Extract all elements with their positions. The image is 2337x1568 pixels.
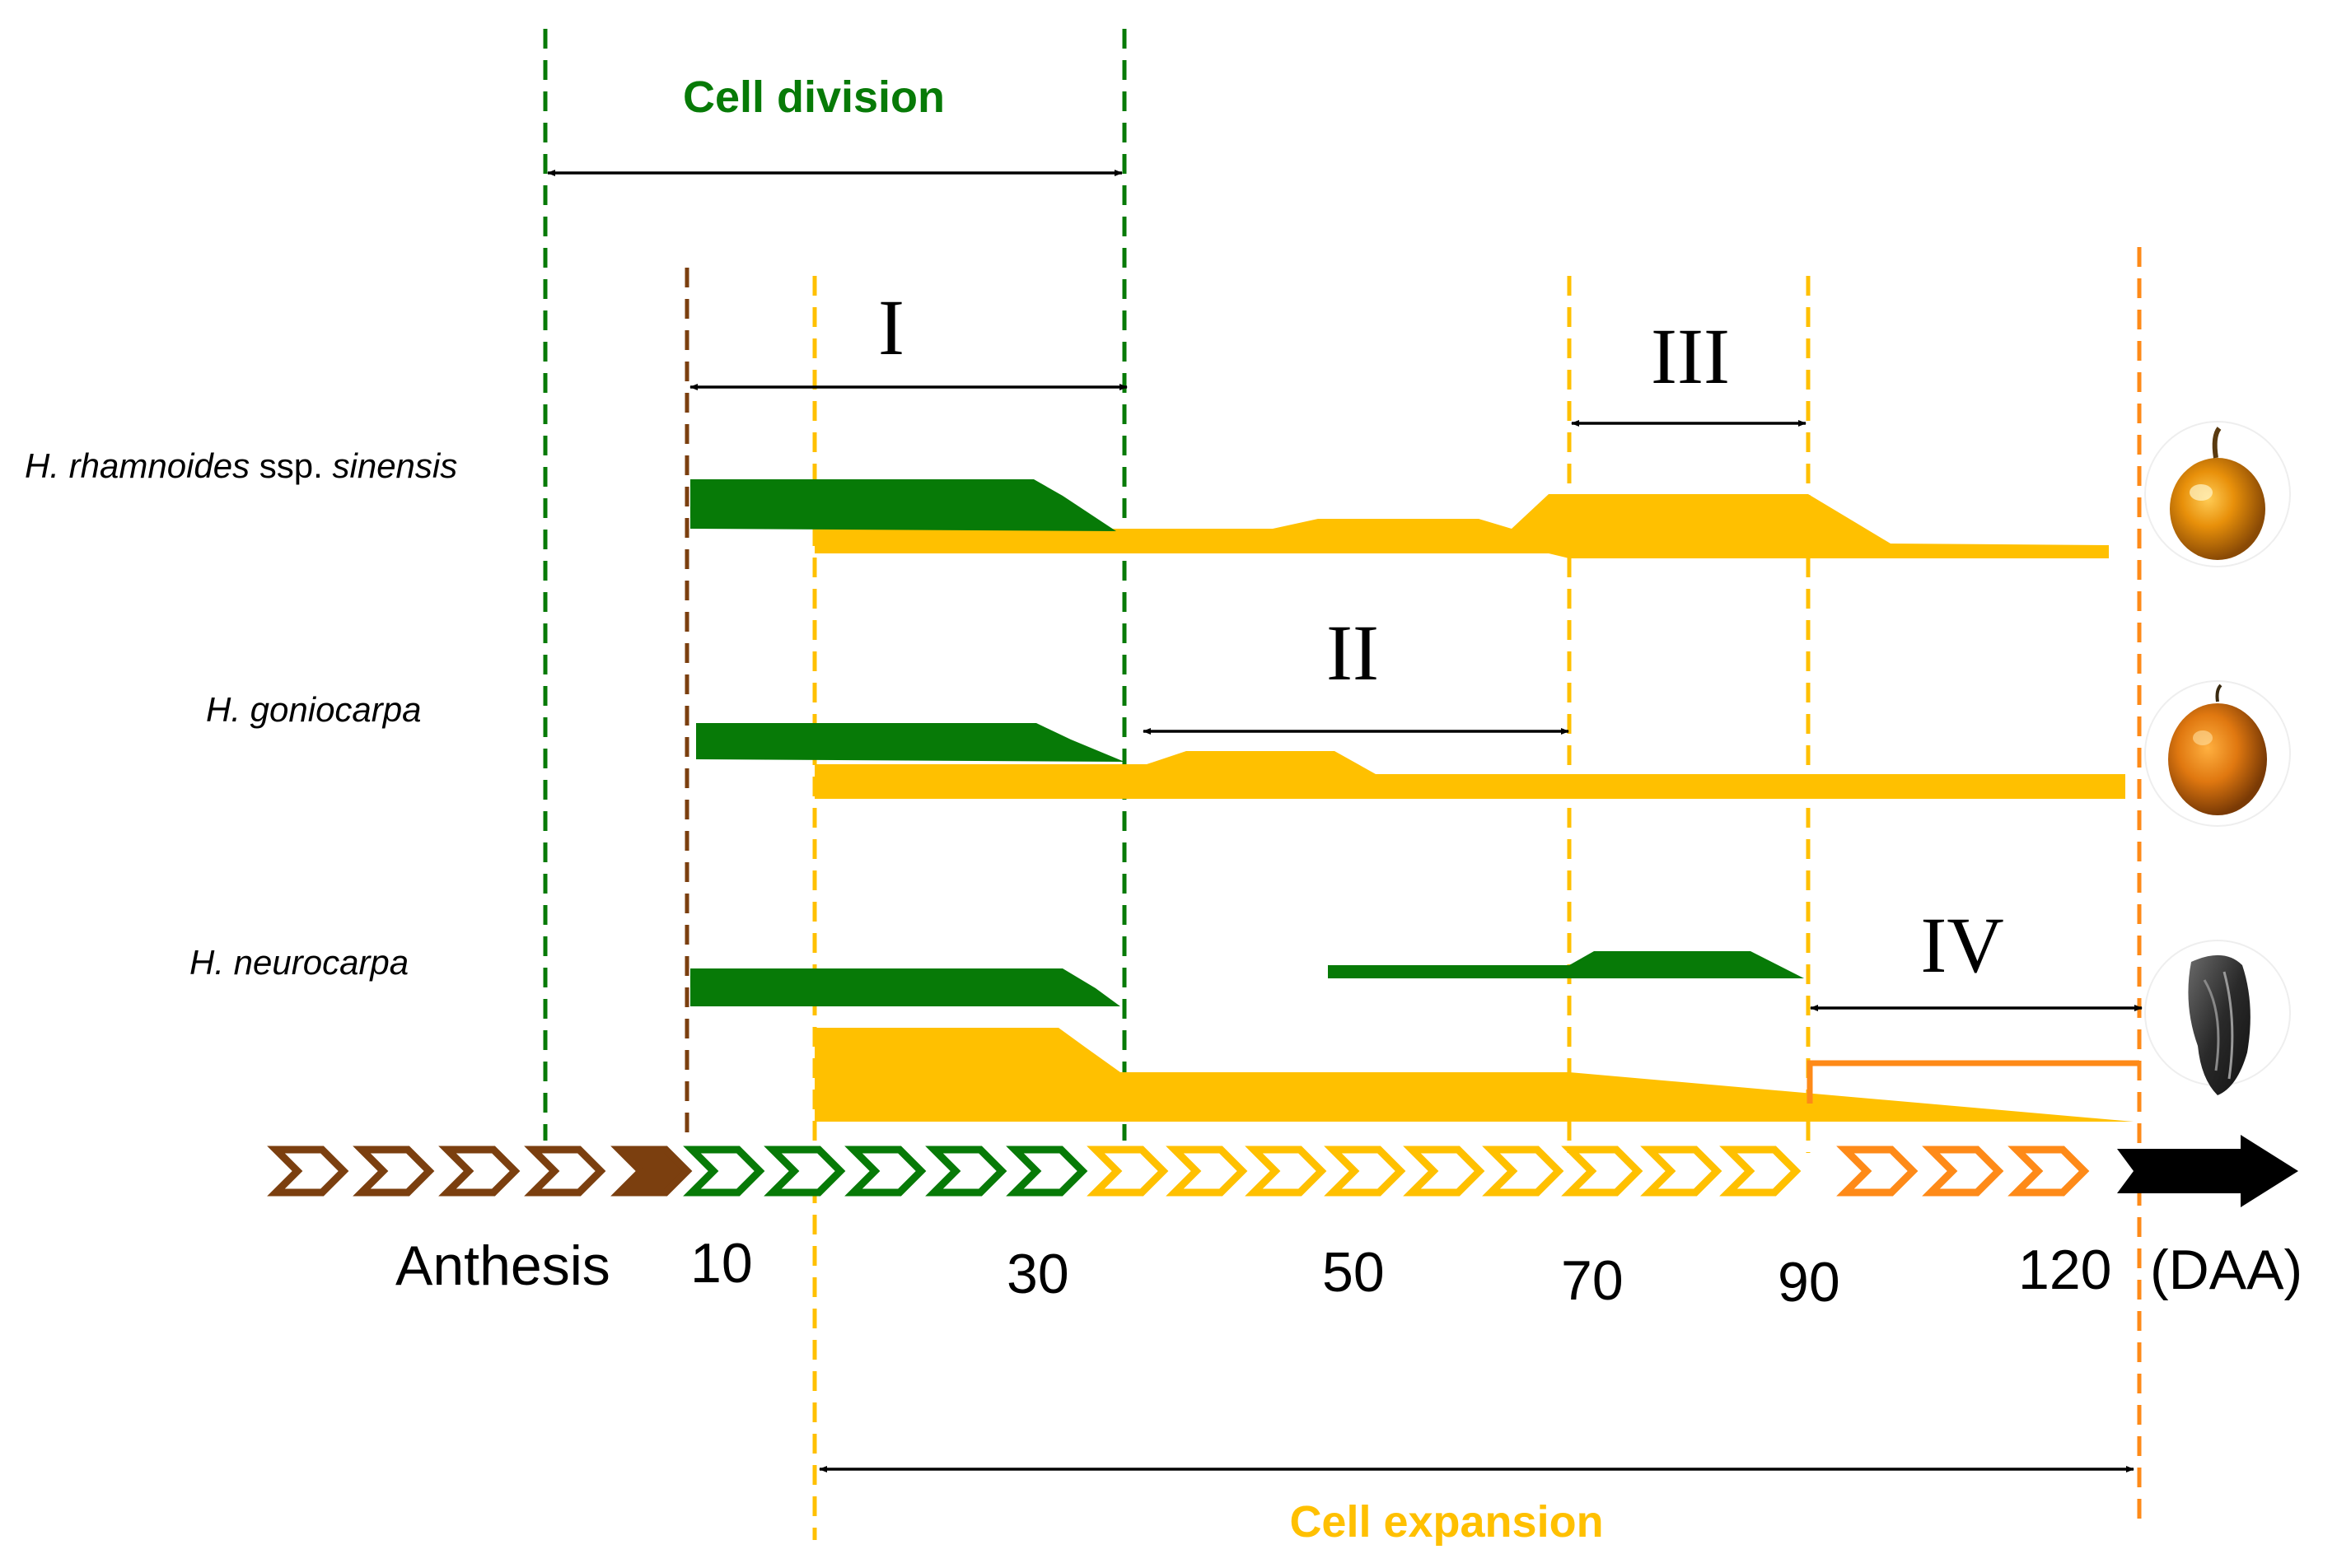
rhamnoides-yellow-band [815, 494, 2109, 558]
timeline-chevron [1006, 1146, 1088, 1197]
timeline-end-arrow [2117, 1135, 2298, 1207]
timeline-chevron [1403, 1146, 1485, 1197]
species-label-neurocarpa: H. neurocarpa [189, 943, 409, 982]
neurocarpa-green-band-early [690, 968, 1120, 1006]
timeline-chevron [267, 1146, 349, 1197]
timeline-axis-labels: Anthesis 10 30 50 70 90 120 (DAA) [395, 1232, 2302, 1314]
timeline-chevron [844, 1146, 927, 1197]
timeline-chevron [1719, 1146, 1802, 1197]
axis-tick-120: 120 [2018, 1239, 2111, 1301]
phase-1-label: I [878, 283, 904, 371]
timeline-chevron [1324, 1146, 1406, 1197]
neurocarpa-bars [690, 951, 2139, 1122]
timeline-chevron-solid [610, 1146, 693, 1197]
phase-4-label: IV [1920, 901, 2003, 989]
species-label-goniocarpa: H. goniocarpa [206, 690, 422, 729]
timeline-chevron [2007, 1146, 2090, 1197]
axis-tick-30: 30 [1007, 1243, 1069, 1305]
timeline-chevron [1087, 1146, 1169, 1197]
rhamnoides-bars [690, 479, 2109, 558]
timeline-chevron [764, 1146, 846, 1197]
goniocarpa-bars [696, 723, 2125, 799]
neurocarpa-green-band-late [1328, 951, 1804, 978]
timeline-chevron [1245, 1146, 1327, 1197]
timeline-chevron [1640, 1146, 1722, 1197]
axis-unit-daa: (DAA) [2150, 1239, 2302, 1301]
goniocarpa-yellow-band [815, 751, 2125, 799]
timeline-chevron [1836, 1146, 1919, 1197]
species-epithet: sinensis [333, 446, 458, 485]
timeline-chevron [925, 1146, 1007, 1197]
neurocarpa-orange-bracket [1807, 1060, 2139, 1104]
axis-tick-10: 10 [690, 1232, 753, 1295]
timeline-chevrons [267, 1146, 2090, 1197]
timeline-chevron [1561, 1146, 1643, 1197]
timeline-chevron [1482, 1146, 1564, 1197]
timeline-chevron [438, 1146, 521, 1197]
timeline-chevron [524, 1146, 606, 1197]
timeline-chevron [1922, 1146, 2004, 1197]
species-label-rhamnoides: H. rhamnoides ssp. sinensis [25, 446, 457, 485]
rhamnoides-green-band [690, 479, 1116, 531]
guide-lines [543, 29, 2142, 1540]
species-subspecies-marker: ssp. [250, 446, 332, 485]
fruit-icon-goniocarpa [2144, 680, 2291, 827]
range-arrows [547, 170, 2143, 1472]
fruit-icon-neurocarpa [2144, 940, 2291, 1095]
axis-tick-90: 90 [1778, 1251, 1840, 1314]
axis-label-anthesis: Anthesis [395, 1234, 610, 1297]
phase-2-label: II [1326, 609, 1379, 697]
species-genus: H. rhamnoides [25, 446, 250, 485]
timeline-chevron [1166, 1146, 1248, 1197]
phase-3-label: III [1651, 312, 1730, 400]
timeline-chevron [683, 1146, 765, 1197]
neurocarpa-yellow-band [815, 1028, 2134, 1122]
cell-division-label: Cell division [683, 72, 945, 122]
cell-expansion-label: Cell expansion [1289, 1497, 1603, 1547]
goniocarpa-green-band [696, 723, 1124, 762]
fruit-icon-rhamnoides [2144, 421, 2291, 567]
axis-tick-50: 50 [1322, 1241, 1385, 1304]
timeline-chevron [353, 1146, 435, 1197]
axis-tick-70: 70 [1561, 1249, 1624, 1312]
